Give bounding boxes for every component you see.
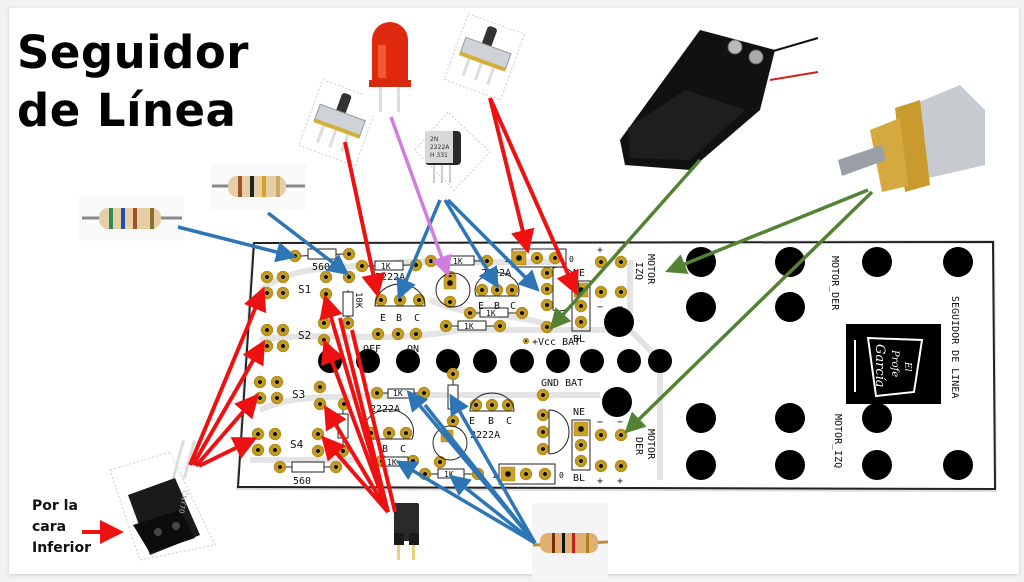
sensor-caption: Por la cara Inferior [32, 496, 91, 559]
label-b-2: B [494, 301, 500, 312]
label-b-4: B [488, 416, 494, 427]
label-e-4: E [469, 416, 475, 427]
label-motor-der-2: DER [633, 437, 644, 456]
cny70-sensor-photo: CNY70 [109, 440, 216, 561]
label-s2: S2 [298, 329, 311, 342]
label-1k-d: 1K [464, 322, 474, 331]
gear-motor-photo [832, 72, 988, 198]
label-c-1: C [414, 313, 420, 324]
label-minus-der-1: − [597, 417, 603, 428]
transistor-photo: 2N 2222A H 331 [414, 111, 491, 191]
green-power-arrows [549, 158, 874, 434]
label-560-bottom: 560 [293, 476, 311, 487]
label-1k-f: 1K [387, 458, 397, 467]
label-560-top: 560 [312, 262, 330, 273]
label-1k-a: 1K [381, 262, 391, 271]
label-motor-der-1: MOTOR [645, 429, 656, 460]
label-e-1: E [380, 313, 386, 324]
label-b-3: B [382, 444, 388, 455]
label-10k: 10K [353, 292, 363, 309]
transistor-marking-3: H 331 [430, 152, 448, 159]
label-1k-g: 1K [444, 470, 454, 479]
label-2222a-bottom: 2222A [370, 404, 400, 415]
cny70-label: CNY70 [177, 490, 189, 514]
profe-garcia-logo: El Profe García [846, 324, 941, 404]
label-1k-c: 1K [486, 309, 496, 318]
caption-line-3: Inferior [32, 540, 91, 556]
battery-holder-photo [610, 20, 820, 175]
label-c-2: C [510, 301, 516, 312]
label-bl-bottom: BL [573, 473, 585, 484]
logo-line-2: Profe [889, 349, 900, 377]
blue-resistor-arrows [177, 198, 540, 545]
label-1k-b: 1K [453, 257, 463, 266]
label-motor-izq-1: MOTOR [645, 254, 656, 285]
label-s3: S3 [292, 388, 305, 401]
caption-line-1: Por la [32, 498, 78, 514]
label-motor-izq-vertical: MOTOR_IZQ [832, 414, 843, 468]
label-minus-der-2: − [617, 417, 623, 428]
led-photo [364, 20, 416, 116]
label-motor-der-vertical: MOTOR_DER [829, 256, 840, 311]
label-zero-bottom: 0 [559, 471, 564, 480]
label-s1: S1 [298, 283, 311, 296]
label-plus-der-2: + [617, 476, 623, 487]
label-1k-e: 1K [393, 389, 403, 398]
label-e-2: E [478, 301, 484, 312]
label-vcc-bat: +Vcc BAT [532, 337, 580, 348]
title-line-1: Seguidor [17, 26, 249, 79]
label-2222a-bottom2: 2222A [470, 430, 500, 441]
label-gnd-bat: GND BAT [541, 378, 583, 389]
red-switch-arrows [82, 97, 579, 544]
caption-line-2: cara [32, 519, 67, 535]
label-2222a-top: 2222A [375, 272, 405, 283]
label-on: ON [407, 344, 419, 355]
logo-line-1: El [902, 361, 912, 372]
resistor-10k-photo [211, 164, 307, 210]
label-ne-bottom: NE [573, 407, 585, 418]
logo-line-3: García [872, 344, 887, 388]
label-board-title: SEGUIDOR DE LINEA [949, 296, 960, 398]
label-c-4: C [506, 416, 512, 427]
slide-title: Seguidor de Línea [17, 24, 249, 140]
label-plus-izq-1: + [597, 245, 603, 256]
label-minus-izq-2: − [617, 302, 623, 313]
transistor-marking-2: 2222A [430, 144, 450, 151]
label-ne-top: NE [573, 268, 585, 279]
label-s4: S4 [290, 438, 304, 451]
label-c-3: C [400, 444, 406, 455]
pink-led-arrow [389, 116, 452, 277]
slide-switch-left-photo [298, 79, 380, 167]
label-zero-top: 0 [569, 255, 574, 264]
resistor-560-photo [79, 195, 184, 241]
label-plus-der-1: + [597, 476, 603, 487]
slide-switch-right-photo [443, 13, 526, 101]
label-bl-top: BL [573, 334, 585, 345]
resistor-1k-photo [532, 503, 609, 579]
transistor-marking-1: 2N [430, 136, 438, 143]
label-motor-izq-2: IZQ [633, 262, 644, 280]
pcb-silkscreen: S1 S2 S3 S4 560 560 10K 1K 1K 1K 1K 1K 1… [290, 245, 960, 487]
label-off: OFF [363, 344, 381, 355]
label-minus-izq-1: − [597, 302, 603, 313]
title-line-2: de Línea [17, 84, 237, 137]
label-b-1: B [396, 313, 402, 324]
